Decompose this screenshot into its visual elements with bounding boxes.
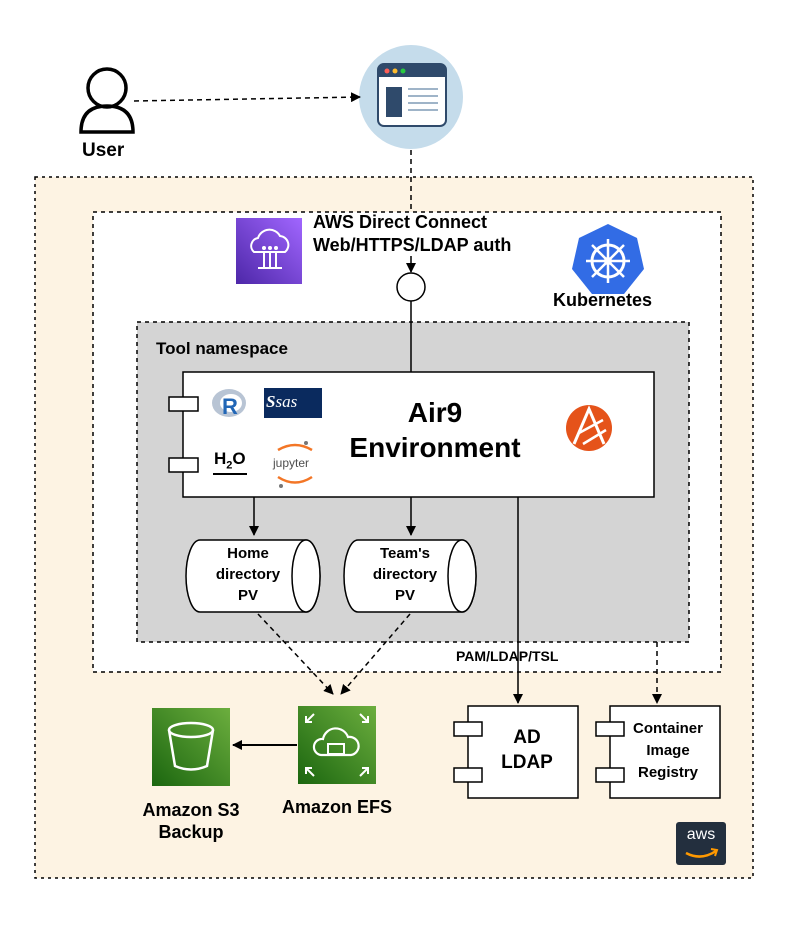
air9-logo-icon [566,405,612,451]
registry-line2: Image [646,742,690,759]
user-to-browser-arrow [133,92,361,103]
home-pv-line1: Home [227,545,269,562]
r-logo-icon: R [212,389,246,419]
team-pv-line1: Team's [380,545,430,562]
kubernetes-label: Kubernetes [553,290,653,310]
jupyter-logo-icon [277,441,313,488]
home-pv-to-efs-arrow [257,613,334,695]
team-pv-line3: PV [394,587,415,604]
s3-bucket-icon [152,708,230,786]
jupyter-logo-text: jupyter [273,456,310,470]
h2o-h: H [214,449,227,468]
s3-label-line1: Amazon S3 [142,800,240,820]
h2o-o: O [232,449,246,468]
sas-s-glyph: S [266,392,276,411]
direct-connect-title: AWS Direct Connect [313,212,488,232]
team-pv-line2: directory [372,566,438,583]
team-directory-pv-cylinder [343,539,477,613]
aws-logo-icon [676,822,726,865]
h2o-logo-text: H2O [214,449,246,471]
ad-ldap-line2: LDAP [501,752,553,773]
ad-ldap-line1: AD [513,727,541,748]
s3-label-line2: Backup [158,822,224,842]
sas-logo-icon [264,388,322,418]
home-directory-pv-cylinder [185,539,321,613]
ad-ldap-port-bottom [453,767,483,783]
environment-port-bottom [168,457,199,473]
registry-port-bottom [595,767,625,783]
ad-ldap-box [467,705,579,799]
aws-badge-label: aws [686,826,716,843]
registry-port-top [595,721,625,737]
ad-ldap-port-top [453,721,483,737]
registry-line3: Registry [637,764,699,781]
home-pv-line3: PV [237,587,258,604]
registry-line1: Container [632,720,703,737]
sas-logo-text: Ssas [266,392,297,412]
environment-title-line1: Air9 [407,397,463,428]
browser-window-icon[interactable] [359,45,463,149]
home-pv-line2: directory [215,566,281,583]
user-label: User [82,140,125,161]
h2o-sub: 2 [226,459,233,472]
environment-title-line2: Environment [349,432,521,463]
svg-text:R: R [222,394,238,419]
direct-connect-icon [236,218,302,284]
direct-connect-auth: Web/HTTPS/LDAP auth [313,235,512,255]
interface-circle [396,272,426,302]
efs-label: Amazon EFS [281,797,392,817]
tool-namespace-label: Tool namespace [156,339,288,358]
user-icon [79,67,135,134]
registry-box [609,705,721,799]
environment-port-top [168,396,199,412]
efs-icon [298,706,376,784]
protocol-label: PAM/LDAP/TSL [456,648,559,664]
kubernetes-helm-icon [572,224,644,294]
sas-label: sas [275,392,298,411]
